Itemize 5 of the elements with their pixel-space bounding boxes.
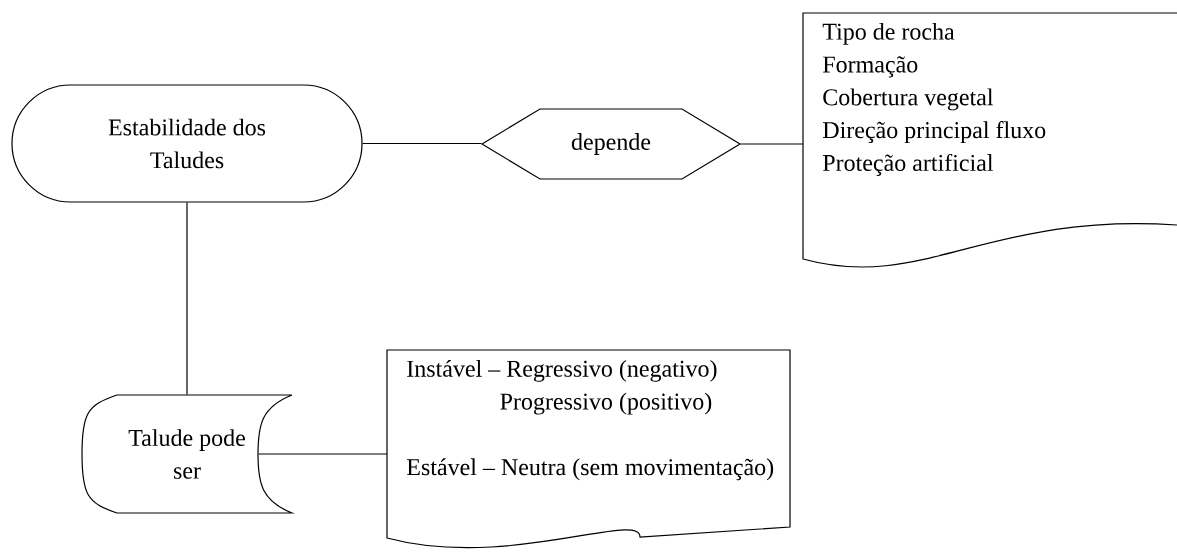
connector-line (258, 453, 388, 455)
stored-data-shape: Talude pode ser (81, 394, 293, 514)
connector-line (740, 143, 804, 145)
connector-line (186, 202, 188, 395)
connector-line (362, 142, 482, 145)
